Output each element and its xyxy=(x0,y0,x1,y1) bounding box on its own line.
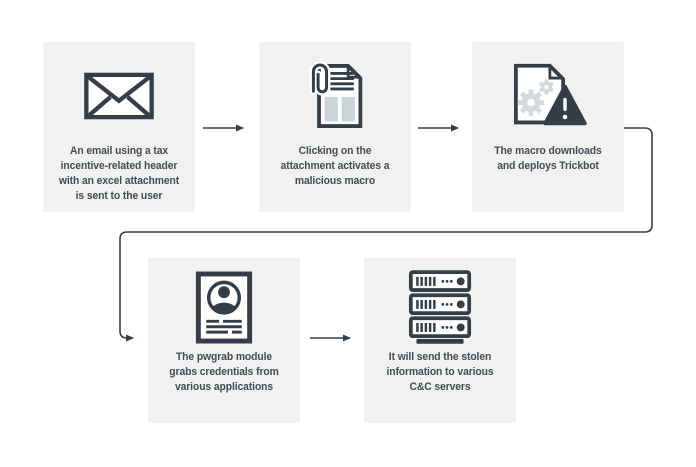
step-label: An email using a tax incentive-related h… xyxy=(58,145,180,202)
step-card-email: An email using a tax incentive-related h… xyxy=(43,42,195,212)
step-card-pwgrab: The pwgrab module grabs credentials from… xyxy=(148,258,300,423)
step-card-cc-servers: It will send the stolen information to v… xyxy=(364,258,516,423)
step-card-macro-trickbot: The macro downloads and deploys Trickbot xyxy=(472,42,624,212)
step-label: Clicking on the attachment activates a m… xyxy=(280,145,390,187)
step-label: The pwgrab module grabs credentials from… xyxy=(169,351,279,393)
attachment-document-icon xyxy=(304,51,366,141)
email-icon xyxy=(83,51,155,141)
cc-servers-icon xyxy=(408,265,472,349)
macro-warning-document-icon xyxy=(508,51,588,141)
step-label: It will send the stolen information to v… xyxy=(386,351,494,393)
credentials-id-card-icon xyxy=(195,265,253,349)
step-card-attachment: Clicking on the attachment activates a m… xyxy=(259,42,411,212)
step-label: The macro downloads and deploys Trickbot xyxy=(494,145,602,172)
